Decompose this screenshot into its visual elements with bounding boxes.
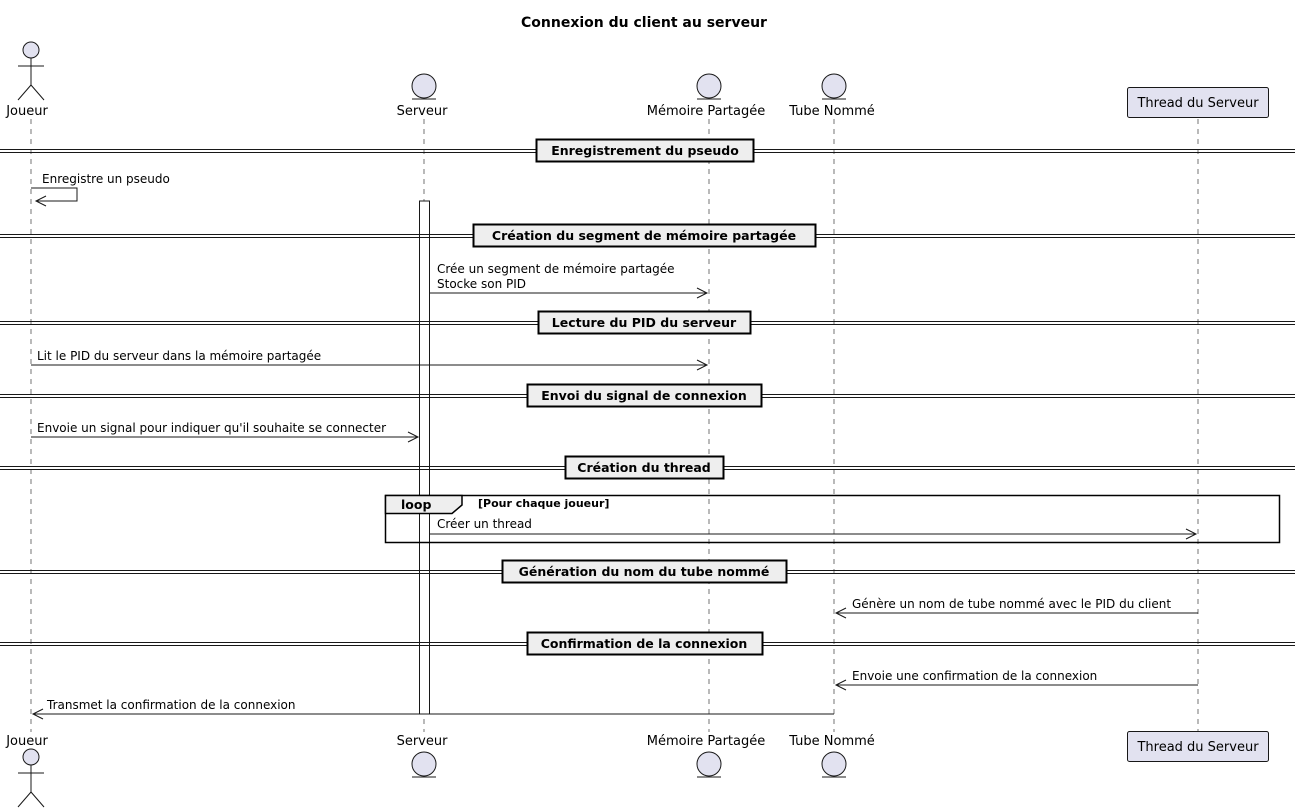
entity-icon [696,751,722,777]
participant-box-thread-bottom [1127,731,1269,762]
message-label: Génère un nom de tube nommé avec le PID … [852,597,1171,611]
message-7 [834,679,1198,691]
message-label: Enregistre un pseudo [42,172,170,186]
participant-box-thread-top [1127,87,1269,118]
message-label: Stocke son PID [437,277,526,291]
entity-serveur-top [411,73,437,100]
participant-label-memoire-top: Mémoire Partagée [647,104,766,119]
participant-label-joueur-top: Joueur [5,104,48,119]
divider-6: Génération du nom du tube nommé [0,559,1295,584]
message-label: Envoie un signal pour indiquer qu'il sou… [37,421,386,435]
message-label: Transmet la confirmation de la connexion [46,698,296,712]
participant-label-memoire-bottom: Mémoire Partagée [647,734,766,749]
actor-head-icon [22,41,40,59]
message-label: Créer un thread [437,517,532,531]
divider-label: Création du segment de mémoire partagée [492,228,796,243]
activation-bar-serveur [419,200,430,715]
divider-label: Création du thread [577,460,710,475]
loop-keyword: loop [401,497,431,512]
divider-label: Génération du nom du tube nommé [519,564,770,579]
divider-1: Enregistrement du pseudo [0,138,1295,163]
message-5 [430,528,1198,540]
divider-label: Confirmation de la connexion [541,636,748,651]
entity-memoire-top [696,73,722,100]
message-label: Lit le PID du serveur dans la mémoire pa… [37,349,321,363]
participant-label-serveur-bottom: Serveur [397,734,449,749]
participant-label-thread-top: Thread du Serveur [1136,96,1259,111]
entity-icon [696,73,722,99]
participant-label-tube-bottom: Tube Nommé [788,734,875,749]
entity-tube-top [821,73,847,100]
entity-memoire-bottom [696,751,722,778]
divider-4: Envoi du signal de connexion [0,383,1295,408]
message-8 [31,708,834,720]
divider-5: Création du thread [0,455,1295,480]
divider-2: Création du segment de mémoire partagée [0,223,1295,248]
loop-condition: [Pour chaque joueur] [478,497,609,510]
divider-label: Lecture du PID du serveur [552,315,737,330]
divider-3: Lecture du PID du serveur [0,310,1295,335]
entity-icon [821,751,847,777]
message-4 [31,431,420,443]
entity-serveur-bottom [411,751,437,778]
actor-joueur-top [17,41,45,101]
divider-label: Envoi du signal de connexion [541,388,747,403]
entity-tube-bottom [821,751,847,778]
participant-label-serveur-top: Serveur [397,104,449,119]
message-6 [834,607,1198,619]
message-label: Envoie une confirmation de la connexion [852,669,1097,683]
message-3 [31,359,709,371]
participant-label-thread-bottom: Thread du Serveur [1136,740,1259,755]
divider-label: Enregistrement du pseudo [551,143,739,158]
participant-label-joueur-bottom: Joueur [5,734,48,749]
participant-label-tube-top: Tube Nommé [788,104,875,119]
diagram-title: Connexion du client au serveur [521,15,767,31]
entity-icon [821,73,847,99]
entity-icon [411,751,437,777]
message-2 [430,287,709,299]
message-1 [31,187,78,207]
entity-icon [411,73,437,99]
divider-7: Confirmation de la connexion [0,631,1295,656]
actor-joueur-bottom [17,748,45,808]
actor-head-icon [22,748,40,766]
message-label: Crée un segment de mémoire partagée [437,262,675,276]
loop-frame: loop [Pour chaque joueur] [384,494,1281,544]
